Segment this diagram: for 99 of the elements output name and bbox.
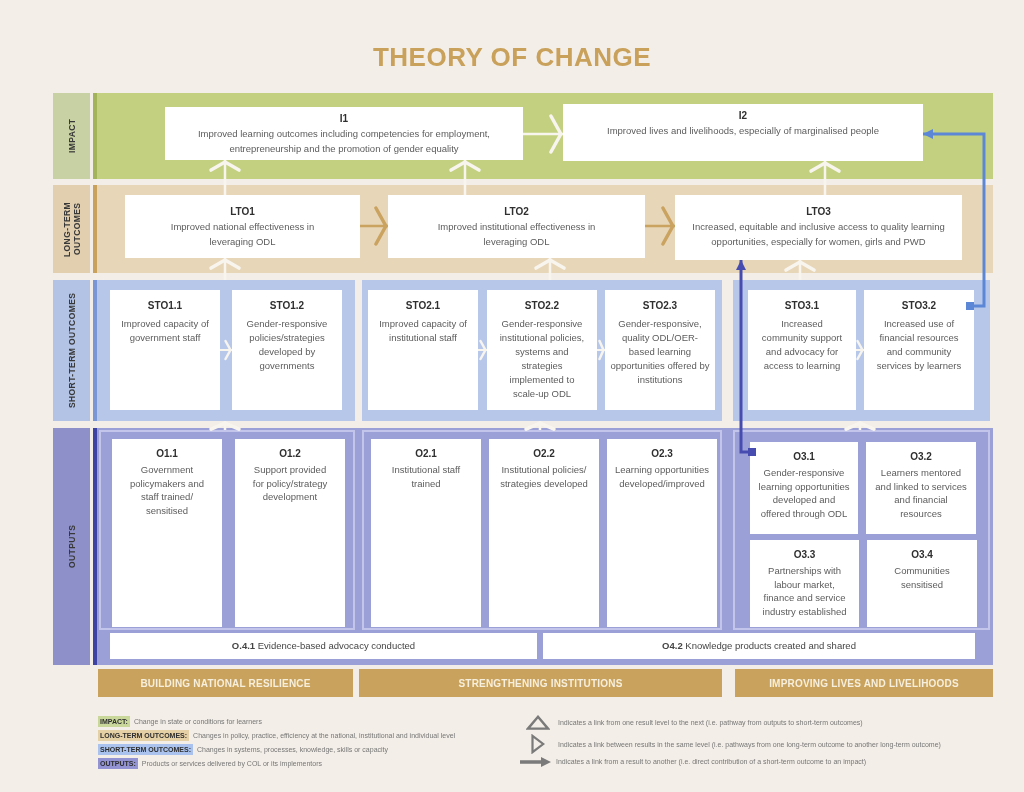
result-code: STO2.3 bbox=[642, 300, 678, 312]
result-text: Increased use of financial resources and community services by learners bbox=[875, 317, 963, 373]
chevron-arrow bbox=[855, 339, 865, 361]
result-text: Increased, equitable and inclusive access to quality learning opportunities, especially for women, girls and PWD bbox=[691, 220, 946, 249]
result-code: O1.1 bbox=[156, 448, 178, 460]
result-text: Learning opportunities developed/improved bbox=[615, 463, 709, 490]
result-code: STO2.2 bbox=[524, 300, 560, 312]
result-text: Communities sensitised bbox=[893, 564, 951, 591]
result-text: Improved learning outcomes including competencies for employment, entrepreneurship and the promotion of gender equality bbox=[197, 127, 491, 156]
result-box bbox=[607, 439, 717, 627]
result-box bbox=[543, 633, 975, 659]
result-code: LTO2 bbox=[504, 206, 529, 218]
result-text: O.4.1 Evidence-based advocacy conducted bbox=[231, 638, 416, 653]
result-box bbox=[866, 442, 976, 534]
result-box bbox=[487, 290, 597, 410]
chevron-arrow bbox=[523, 114, 563, 154]
result-text: Improved national effectiveness in leveraging ODL bbox=[169, 220, 316, 249]
result-text: Improved lives and livelihoods, especially of marginalised people bbox=[607, 124, 879, 138]
row-band bbox=[53, 428, 993, 665]
result-text: O4.2 Knowledge products created and shared bbox=[662, 638, 856, 653]
result-box bbox=[125, 195, 360, 258]
chevron-arrow bbox=[645, 206, 675, 246]
result-text: Institutional staff trained bbox=[390, 463, 462, 490]
result-text: Gender-responsive, quality ODL/OER-based learning opportunities offered by institutions bbox=[610, 317, 710, 387]
result-box bbox=[388, 195, 645, 258]
result-code: I1 bbox=[339, 113, 349, 125]
chevron-arrow bbox=[449, 160, 481, 195]
theme-label: IMPROVING LIVES AND LIVELIHOODS bbox=[769, 676, 959, 691]
theme-bar bbox=[359, 669, 722, 697]
title: THEORY OF CHANGE bbox=[372, 42, 652, 72]
result-code: O3.2 bbox=[910, 451, 932, 463]
result-box bbox=[235, 439, 345, 627]
result-box bbox=[563, 104, 923, 161]
result-code: O1.2 bbox=[279, 448, 301, 460]
column-panel bbox=[99, 430, 355, 630]
result-text: Partnerships with labour market, finance and service industry established bbox=[761, 564, 848, 618]
result-box bbox=[110, 633, 537, 659]
chevron-arrow bbox=[784, 260, 816, 280]
chevron-arrow bbox=[209, 160, 241, 195]
theme-label: STRENGTHENING INSTITUTIONS bbox=[458, 676, 623, 691]
result-box bbox=[371, 439, 481, 627]
result-text: Improved institutional effectiveness in leveraging ODL bbox=[436, 220, 597, 249]
result-text: Learners mentored and linked to services and financial resources bbox=[874, 466, 968, 520]
result-box bbox=[748, 290, 856, 410]
chevron-arrow bbox=[524, 421, 556, 431]
result-text: Improved capacity of institutional staff bbox=[378, 317, 468, 345]
result-text: Improved capacity of government staff bbox=[120, 317, 210, 345]
result-box bbox=[110, 290, 220, 410]
column-panel bbox=[733, 430, 990, 630]
theme-label: BUILDING NATIONAL RESILIENCE bbox=[140, 676, 311, 691]
result-box bbox=[675, 195, 962, 260]
result-code: O3.3 bbox=[793, 549, 816, 561]
result-code: O2.1 bbox=[415, 448, 437, 460]
result-box bbox=[750, 540, 859, 627]
result-text: Gender-responsive policies/strategies developed by governments bbox=[245, 317, 329, 373]
result-box bbox=[489, 439, 599, 627]
theme-bar bbox=[98, 669, 353, 697]
chevron-arrow bbox=[844, 421, 876, 431]
result-code: STO3.2 bbox=[901, 300, 937, 312]
result-code: LTO3 bbox=[806, 206, 831, 218]
result-box bbox=[750, 442, 858, 534]
result-box bbox=[165, 107, 523, 160]
chevron-arrow bbox=[534, 258, 566, 280]
result-box bbox=[112, 439, 222, 627]
result-text: Support provided for policy/strategy development bbox=[251, 463, 329, 504]
arrow bbox=[923, 129, 986, 310]
result-box bbox=[864, 290, 974, 410]
result-text: Institutional policies/ strategies developed bbox=[499, 463, 589, 490]
result-code: O3.1 bbox=[793, 451, 815, 463]
chevron-arrow bbox=[209, 421, 241, 431]
chevron-arrow bbox=[596, 339, 606, 361]
arrow bbox=[736, 260, 756, 456]
chevron-arrow bbox=[477, 339, 488, 361]
chevron-arrow bbox=[809, 161, 841, 195]
result-box bbox=[605, 290, 715, 410]
result-code: I2 bbox=[738, 110, 748, 122]
result-code: STO3.1 bbox=[784, 300, 820, 312]
result-text: Increased community support and advocacy for access to learning bbox=[761, 317, 843, 373]
row-band bbox=[53, 93, 993, 179]
result-code: LTO1 bbox=[230, 206, 255, 218]
result-code: O3.4 bbox=[911, 549, 933, 561]
result-box bbox=[232, 290, 342, 410]
row-band bbox=[53, 185, 993, 273]
theme-bar bbox=[735, 669, 993, 697]
result-code: O2.3 bbox=[651, 448, 673, 460]
result-code: O2.2 bbox=[533, 448, 555, 460]
result-code: STO2.1 bbox=[405, 300, 441, 312]
chevron-arrow bbox=[209, 258, 241, 280]
chevron-arrow bbox=[219, 339, 233, 361]
result-box bbox=[368, 290, 478, 410]
result-text: Government policymakers and staff trained/ sensitised bbox=[129, 463, 205, 517]
row-band bbox=[53, 280, 990, 421]
result-box bbox=[867, 540, 977, 627]
result-code: STO1.1 bbox=[147, 300, 183, 312]
result-text: Gender-responsive learning opportunities developed and offered through ODL bbox=[758, 466, 850, 520]
result-code: STO1.2 bbox=[269, 300, 305, 312]
chevron-arrow bbox=[360, 206, 388, 246]
result-text: Gender-responsive institutional policies, systems and strategies implemented to scale-up ODL bbox=[498, 317, 586, 401]
column-panel bbox=[362, 430, 722, 630]
